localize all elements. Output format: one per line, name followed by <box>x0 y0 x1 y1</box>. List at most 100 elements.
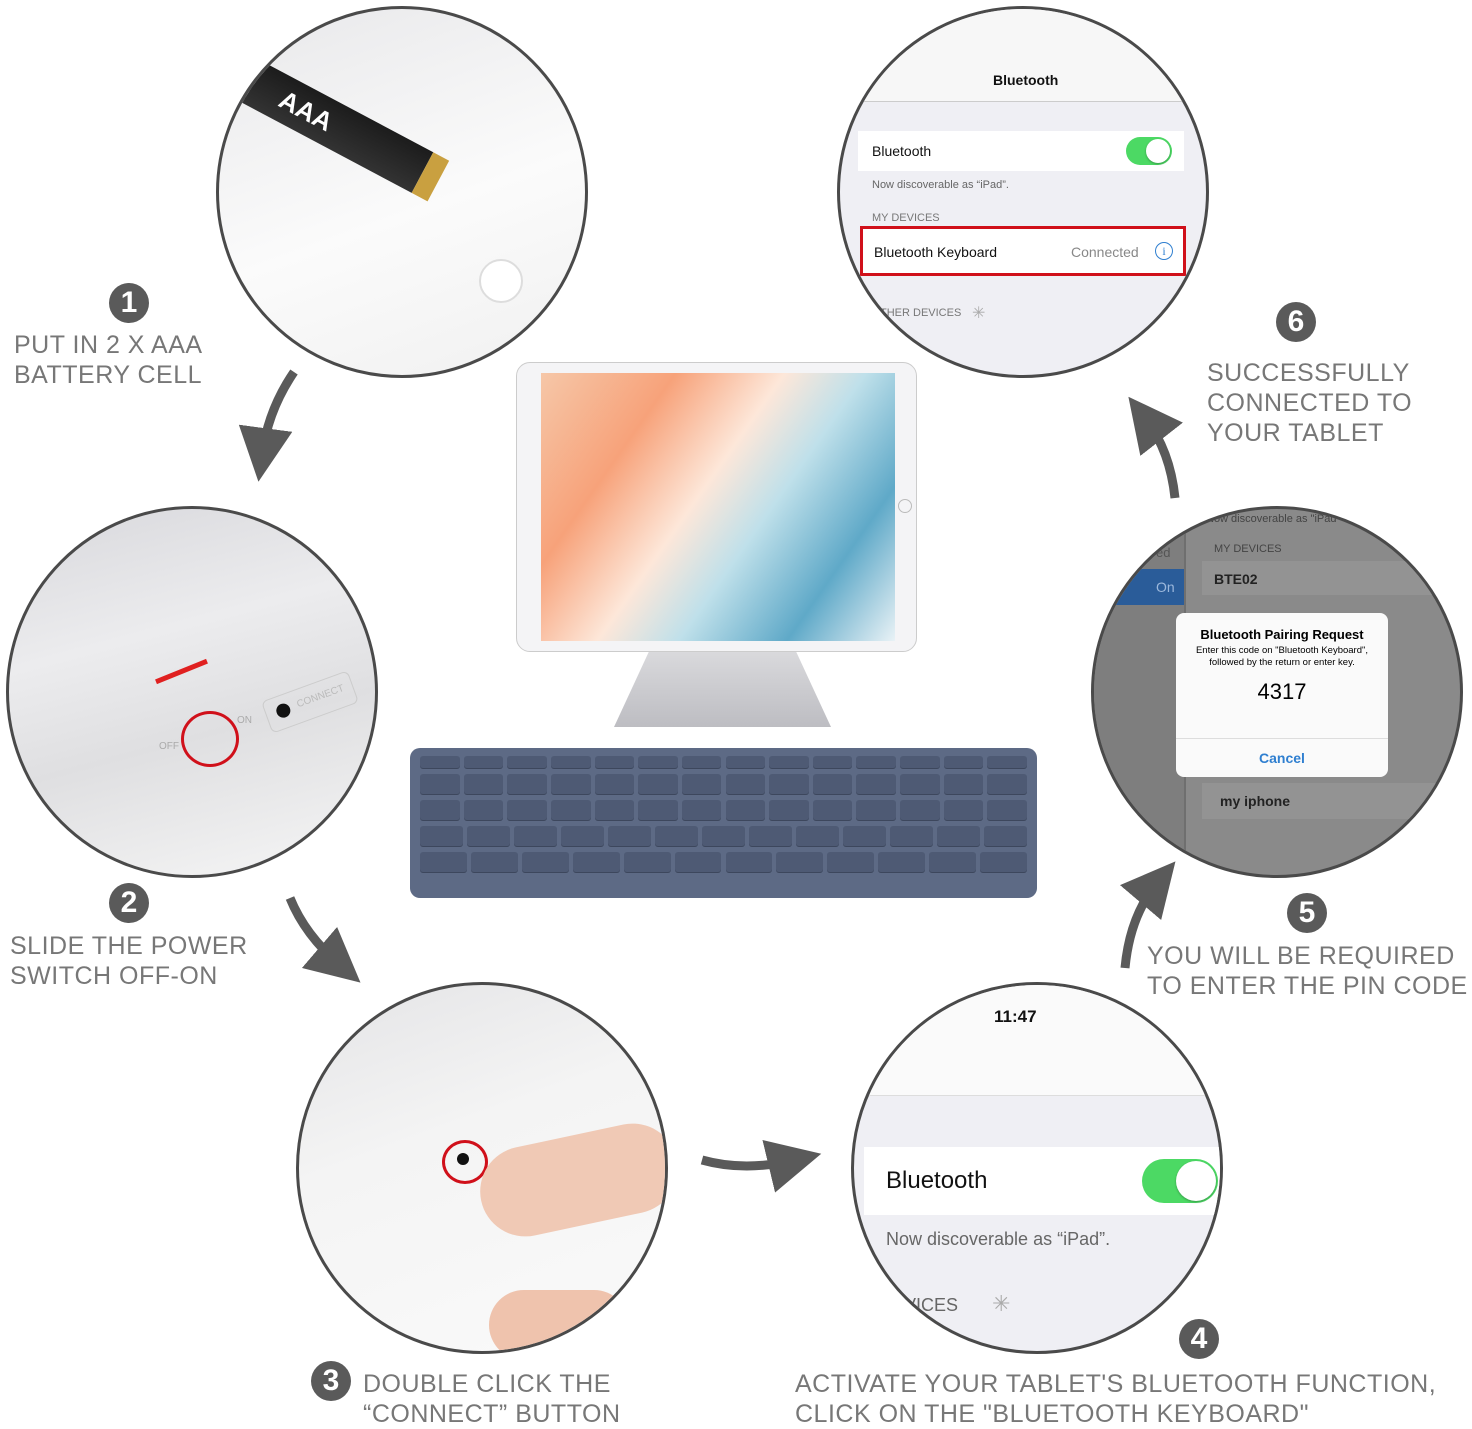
step-text-line: DOUBLE CLICK THE <box>363 1370 611 1398</box>
tablet-stand <box>614 652 831 727</box>
keyboard-key <box>943 756 984 768</box>
step-number-3: 3 <box>311 1361 351 1401</box>
step-text-line: BATTERY CELL <box>14 361 203 389</box>
keyboard-key <box>521 852 569 872</box>
step-text-line: CONNECTED TO <box>1207 389 1413 417</box>
power-switch <box>181 711 239 767</box>
step6-connected-screen: Bluetooth Bluetooth Now discoverable as … <box>837 6 1209 378</box>
keyboard-key <box>514 826 557 846</box>
arrow-4-to-5 <box>1119 861 1176 969</box>
keyboard-key <box>681 800 722 820</box>
keyboard-key <box>984 826 1027 846</box>
keyboard-key <box>420 756 460 768</box>
keyboard-key <box>725 800 766 820</box>
nav-title: Bluetooth <box>993 72 1059 88</box>
device-status: Connected <box>1071 244 1139 260</box>
keyboard-key <box>572 852 620 872</box>
discoverable-text: Now discoverable as “iPad”. <box>886 1229 1111 1249</box>
keyboard-key <box>594 756 635 768</box>
keyboard-key <box>890 826 933 846</box>
bluetooth-row[interactable]: Bluetooth <box>858 131 1184 171</box>
keyboard-key <box>681 756 722 768</box>
keyboard-key <box>856 774 897 794</box>
keyboard-key <box>827 852 875 872</box>
dialog-body: Enter this code on "Bluetooth Keyboard",… <box>1195 645 1369 668</box>
keyboard-key <box>507 756 547 768</box>
bluetooth-label: Bluetooth <box>872 143 932 159</box>
keyboard-key <box>900 774 940 794</box>
tablet <box>516 362 917 652</box>
step-text-line: “CONNECT” BUTTON <box>363 1400 621 1428</box>
device-name: my iphone <box>1220 793 1291 809</box>
bluetooth-toggle[interactable] <box>1126 137 1172 165</box>
step2-switch-photo: OFF ON CONNECT <box>6 506 378 878</box>
status-bar <box>854 985 1220 1096</box>
step-number-6: 6 <box>1276 302 1316 342</box>
keyboard-key <box>638 800 678 820</box>
step-text-line: TO ENTER THE PIN CODE <box>1147 972 1468 1000</box>
connect-button: CONNECT <box>260 670 360 734</box>
keyboard-key <box>420 800 460 820</box>
sidebar-on-label: On <box>1156 579 1175 595</box>
connect-label: CONNECT <box>295 682 346 711</box>
my-devices-header: MY DEVICES <box>872 212 940 224</box>
sidebar-panel <box>1094 509 1186 875</box>
pin-code: 4317 <box>1257 679 1307 704</box>
connect-highlight <box>442 1140 488 1184</box>
keyboard-key <box>470 852 518 872</box>
battery-case <box>479 259 523 303</box>
info-icon[interactable]: i <box>1155 242 1173 260</box>
bluetooth-keyboard-row[interactable]: Bluetooth Keyboard Connected i <box>860 226 1186 276</box>
keyboard-key <box>856 756 897 768</box>
discoverable-text: Now discoverable as "iPad" <box>1206 513 1341 525</box>
cancel-button[interactable]: Cancel <box>1176 738 1388 777</box>
nav-bar <box>840 9 1206 102</box>
keyboard-key <box>467 826 510 846</box>
loading-spinner-icon: ✳ <box>972 305 986 322</box>
step-text-line: YOU WILL BE REQUIRED <box>1147 942 1455 970</box>
keyboard-key <box>463 756 504 768</box>
my-devices-header: MY DEVICES <box>1214 543 1282 555</box>
keyboard-key <box>463 774 504 794</box>
pairing-dialog: Bluetooth Pairing Request Enter this cod… <box>1176 613 1388 777</box>
step-3-text: DOUBLE CLICK THE“CONNECT” BUTTON <box>363 1369 621 1429</box>
keyboard-key <box>937 826 980 846</box>
keyboard-key <box>681 774 722 794</box>
keyboard-key <box>550 774 591 794</box>
keyboard-key <box>812 756 853 768</box>
step-text-line: SUCCESSFULLY <box>1207 359 1410 387</box>
arrow-2-to-3 <box>285 896 361 983</box>
connect-dot <box>274 701 293 720</box>
keyboard-key <box>987 774 1027 794</box>
devices-section-header: VICES <box>904 1295 959 1315</box>
device-row[interactable]: my iphone <box>1202 783 1460 819</box>
discoverable-text: Now discoverable as “iPad”. <box>872 179 1009 191</box>
keyboard-key <box>878 852 926 872</box>
step5-pairing-screen: ed On Now discoverable as "iPad" MY DEVI… <box>1091 506 1463 878</box>
step-text-line: SWITCH OFF-ON <box>10 962 218 990</box>
red-arrow-icon <box>155 658 208 685</box>
keyboard-key <box>507 774 547 794</box>
keyboard <box>410 748 1037 898</box>
toggle-knob <box>1176 1161 1216 1201</box>
keyboard-key <box>463 800 504 820</box>
finger <box>471 1115 665 1245</box>
switch-on-label: ON <box>237 715 252 726</box>
step-number-2: 2 <box>109 883 149 923</box>
keyboard-key <box>776 852 824 872</box>
keyboard-key <box>702 826 745 846</box>
keyboard-key <box>594 800 635 820</box>
battery: AAA <box>219 49 450 202</box>
keyboard-key <box>550 800 591 820</box>
loading-spinner-icon: ✳ <box>992 1291 1011 1316</box>
sidebar-partial-label: ed <box>1156 545 1171 560</box>
device-name: BTE02 <box>1214 571 1258 587</box>
device-row[interactable]: BTE02 <box>1202 561 1460 595</box>
bluetooth-row[interactable]: Bluetooth <box>864 1147 1220 1215</box>
bluetooth-toggle[interactable] <box>1142 1159 1218 1203</box>
connect-dot <box>457 1153 469 1165</box>
